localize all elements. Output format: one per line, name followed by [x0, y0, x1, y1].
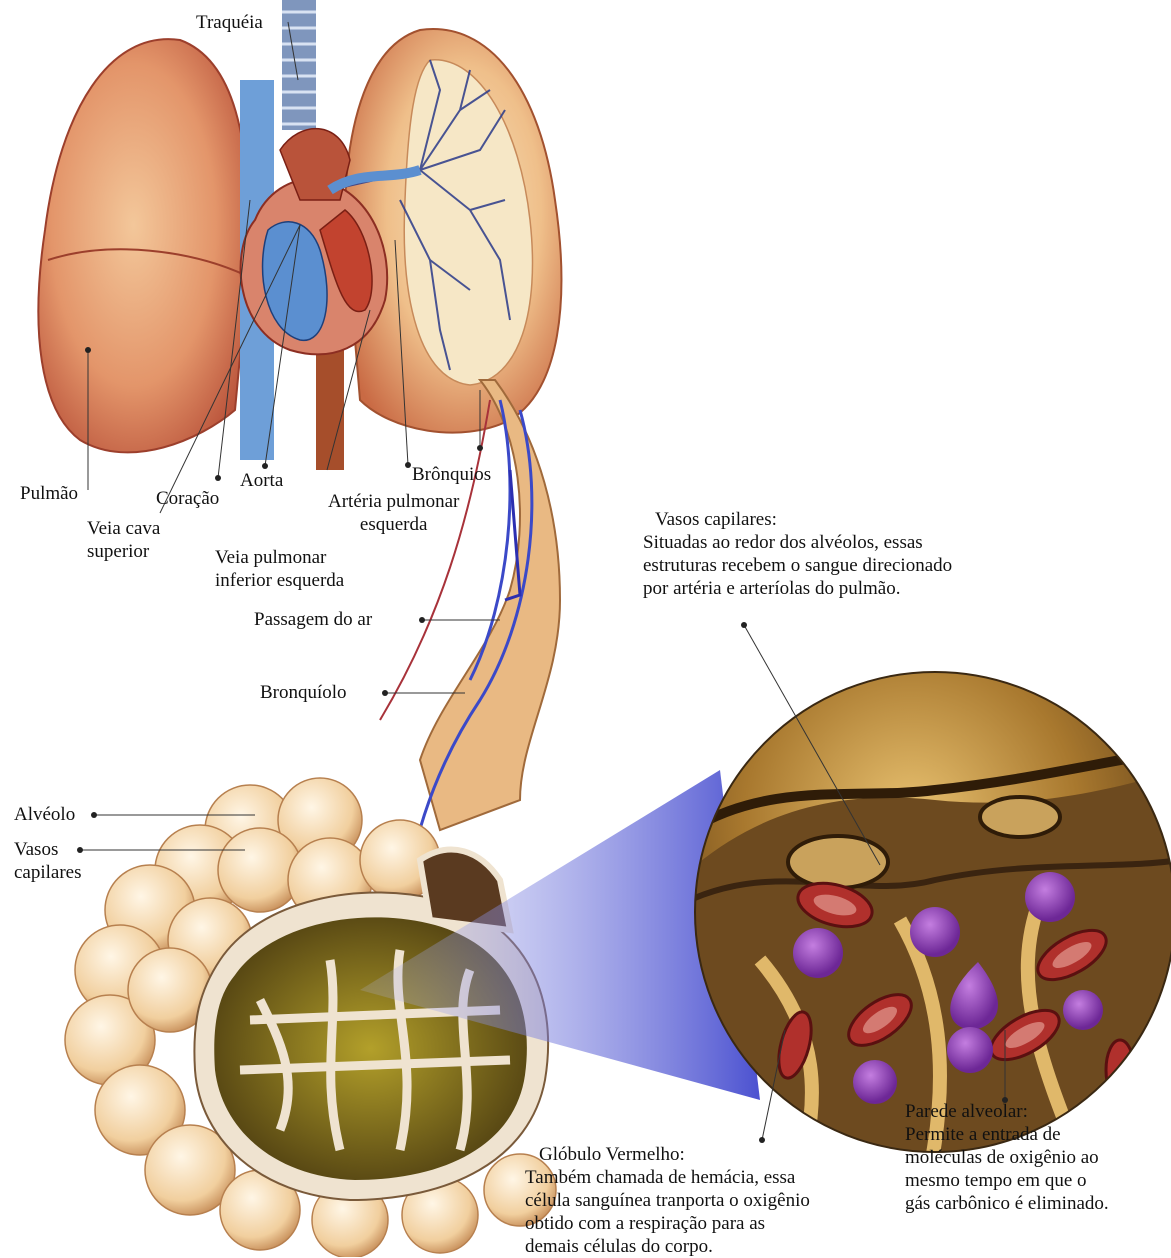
caption-parede-title: Parede alveolar:: [905, 1100, 1109, 1123]
caption-parede-line-1: Permite a entrada de: [905, 1123, 1109, 1146]
label-traqueia: Traquéia: [196, 12, 263, 34]
caption-vasos-line-1: Situadas ao redor dos alvéolos, essas: [643, 531, 952, 554]
label-veia-pulmonar: Veia pulmonar inferior esquerda: [215, 546, 344, 592]
label-alveolo: Alvéolo: [14, 804, 75, 826]
caption-globulo: Glóbulo Vermelho: Também chamada de hemá…: [525, 1143, 810, 1258]
veia-cava-line-2: superior: [87, 540, 160, 563]
caption-vasos-line-3: por artéria e arteríolas do pulmão.: [643, 577, 952, 600]
label-pulmao: Pulmão: [20, 483, 78, 505]
caption-parede-line-3: mesmo tempo em que o: [905, 1169, 1109, 1192]
caption-parede-line-2: moléculas de oxigênio ao: [905, 1146, 1109, 1169]
caption-vasos-capilares: Vasos capilares: Situadas ao redor dos a…: [643, 508, 952, 600]
caption-vasos-title: Vasos capilares:: [643, 508, 952, 531]
caption-parede-alveolar: Parede alveolar: Permite a entrada de mo…: [905, 1100, 1109, 1215]
veia-cava-line-1: Veia cava: [87, 517, 160, 540]
vasos-line-1: Vasos: [14, 838, 82, 861]
label-coracao: Coração: [156, 488, 219, 510]
label-bronquios: Brônquios: [412, 464, 491, 486]
caption-globulo-line-3: obtido com a respiração para as: [525, 1212, 810, 1235]
vasos-line-2: capilares: [14, 861, 82, 884]
caption-vasos-line-2: estruturas recebem o sangue direcionado: [643, 554, 952, 577]
label-bronquiolo: Bronquíolo: [260, 682, 347, 704]
arteria-line-1: Artéria pulmonar: [328, 490, 459, 513]
label-veia-cava: Veia cava superior: [87, 517, 160, 563]
label-aorta: Aorta: [240, 470, 283, 492]
label-arteria-pulmonar: Artéria pulmonar esquerda: [328, 490, 459, 536]
caption-parede-line-4: gás carbônico é eliminado.: [905, 1192, 1109, 1215]
zoom-circle: [690, 672, 1171, 1170]
label-passagem-ar: Passagem do ar: [254, 609, 372, 631]
label-vasos-capilares-small: Vasos capilares: [14, 838, 82, 884]
caption-globulo-line-4: demais células do corpo.: [525, 1235, 810, 1258]
veia-pulmonar-line-1: Veia pulmonar: [215, 546, 344, 569]
caption-globulo-line-2: célula sanguínea tranporta o oxigênio: [525, 1189, 810, 1212]
caption-globulo-title: Glóbulo Vermelho:: [525, 1143, 810, 1166]
veia-pulmonar-line-2: inferior esquerda: [215, 569, 344, 592]
caption-globulo-line-1: Também chamada de hemácia, essa: [525, 1166, 810, 1189]
arteria-line-2: esquerda: [328, 513, 459, 536]
